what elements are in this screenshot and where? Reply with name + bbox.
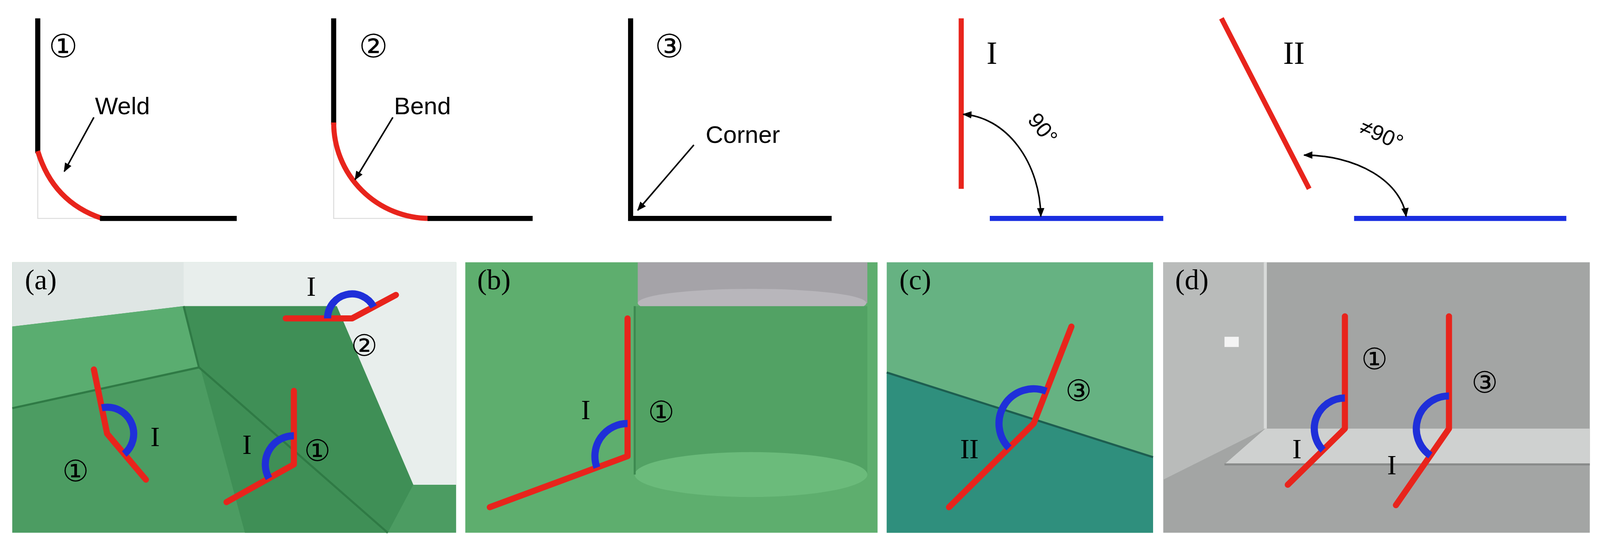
circled-number: ② <box>359 29 388 63</box>
angle-marking <box>93 369 146 480</box>
angle-marking <box>226 390 295 503</box>
panel-letter: (a) <box>24 265 57 295</box>
photo-c <box>886 262 1154 533</box>
photo-d <box>1163 262 1590 533</box>
schematic-weld <box>37 18 237 219</box>
angle-arc <box>265 435 295 479</box>
circled-number: ① <box>62 456 89 486</box>
type-numeral: I <box>1387 451 1397 480</box>
type-numeral: II <box>1282 36 1305 70</box>
part-label: Bend <box>393 93 451 119</box>
photo-a <box>12 262 457 533</box>
part-label: Corner <box>705 122 781 147</box>
circled-number: ② <box>350 330 378 361</box>
type-numeral: I <box>242 430 252 459</box>
type-numeral: I <box>986 36 998 70</box>
circled-number: ① <box>48 29 78 63</box>
schematic-oblique-angle <box>1221 18 1567 219</box>
angle-arc <box>1416 396 1449 456</box>
circled-number: ① <box>647 397 675 427</box>
type-numeral: I <box>581 396 591 424</box>
edge-trace <box>948 326 1072 508</box>
angle-arc <box>1314 397 1345 450</box>
angle-marking <box>1287 316 1346 485</box>
type-numeral: I <box>306 272 316 301</box>
angle-arc <box>998 388 1047 448</box>
edge-trace <box>1287 316 1346 485</box>
angle-arc <box>327 294 374 319</box>
type-numeral: II <box>960 435 979 463</box>
circled-number: ③ <box>654 29 684 63</box>
edge-trace <box>489 318 628 508</box>
angle-arc <box>101 406 134 454</box>
angle-overlays <box>93 294 1449 508</box>
edge-trace <box>93 369 146 480</box>
edge-trace <box>226 390 295 503</box>
type-numeral: I <box>1292 435 1302 463</box>
schematic-corner <box>630 18 832 219</box>
angle-marking <box>489 318 628 508</box>
angle-marking <box>1395 316 1449 506</box>
angle-label: ≠90° <box>1354 114 1409 156</box>
panel-letter: (c) <box>899 265 932 295</box>
circled-number: ① <box>1361 344 1388 374</box>
photo-b <box>465 262 878 533</box>
part-label: Weld <box>95 93 151 119</box>
schematic-bend <box>333 18 533 219</box>
circled-number: ③ <box>1065 376 1092 406</box>
panel-letter: (d) <box>1175 265 1209 295</box>
angle-marking <box>948 326 1072 508</box>
angle-marking <box>285 294 397 319</box>
edge-trace <box>1395 316 1449 506</box>
angle-label: 90° <box>1022 106 1064 150</box>
panel-letter: (b) <box>477 265 511 295</box>
type-numeral: I <box>150 423 160 451</box>
circled-number: ③ <box>1471 367 1498 398</box>
circled-number: ① <box>304 436 331 466</box>
angle-arc <box>595 423 628 468</box>
schematic-right-angle <box>961 18 1164 219</box>
